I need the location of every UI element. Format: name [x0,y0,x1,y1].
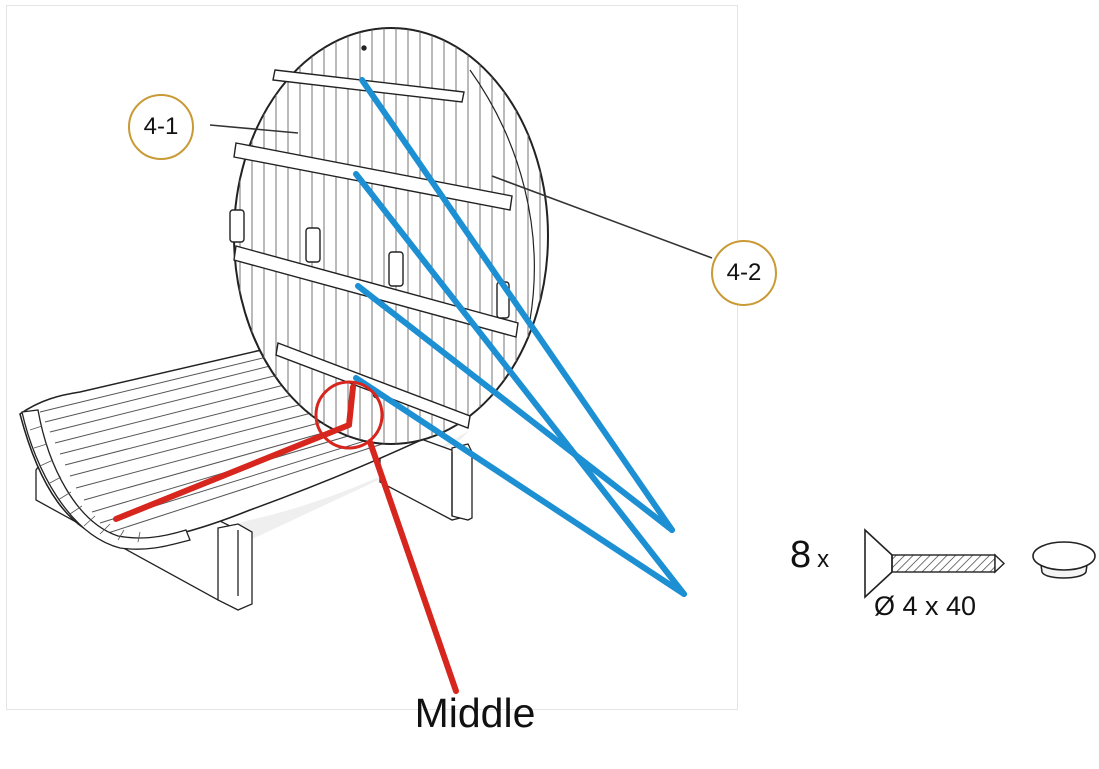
screw-icon [864,528,1006,599]
leader-line-4-2 [491,175,713,259]
middle-indicator [113,380,459,694]
drawing-frame [6,5,738,710]
callout-4-1: 4-1 [128,94,194,160]
cap-plug-icon [1032,541,1096,579]
callout-4-2: 4-2 [711,240,777,306]
hardware-count: 8 [790,534,812,576]
hardware-size: Ø 4 x 40 [874,591,977,621]
middle-caption: Middle [414,690,536,736]
blue-guide-lines [353,77,687,597]
callout-4-2-label: 4-2 [726,259,762,286]
hardware-times: x [817,546,830,573]
callout-4-1-label: 4-1 [143,113,179,140]
leader-line-4-1 [209,124,299,134]
